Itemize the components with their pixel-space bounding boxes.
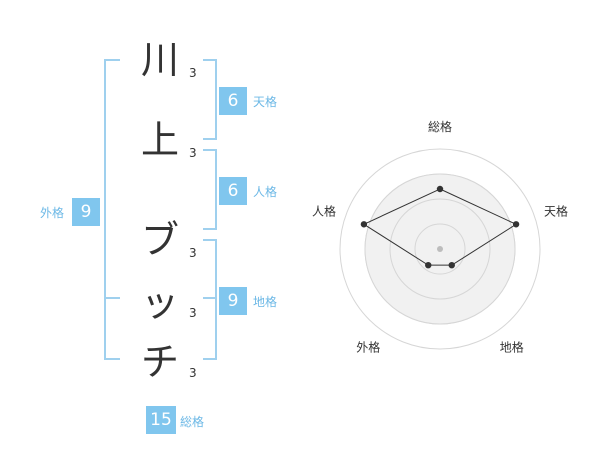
name-char-4: ッ xyxy=(140,281,179,325)
stroke-count-3: 3 xyxy=(189,246,197,260)
radar-point-5 xyxy=(360,221,368,228)
gaikaku-bracket xyxy=(104,59,120,360)
gaikaku-label: 外格 xyxy=(40,206,65,220)
radar-data-polygon xyxy=(362,188,518,266)
radar-point-1 xyxy=(436,185,444,193)
gaikaku-bracket-tick xyxy=(104,297,120,299)
name-char-3: ブ xyxy=(140,218,179,262)
chikaku-bracket-tick xyxy=(203,297,217,299)
name-char-1: 川 xyxy=(140,38,179,82)
soukaku-value-badge: 15 xyxy=(146,406,176,434)
radar-axis-label-1: 総格 xyxy=(428,119,452,134)
radar-axis-label-4: 外格 xyxy=(356,340,380,355)
stroke-count-2: 3 xyxy=(189,146,197,160)
jinkaku-value-badge: 6 xyxy=(219,177,247,205)
jinkaku-label: 人格 xyxy=(253,185,278,199)
stroke-count-1: 3 xyxy=(189,66,197,80)
tenkaku-label: 天格 xyxy=(253,95,278,109)
name-char-5: チ xyxy=(140,340,179,384)
chikaku-label: 地格 xyxy=(253,295,278,309)
radar-axis-label-3: 地格 xyxy=(500,340,524,355)
radar-center-dot xyxy=(437,246,443,252)
chikaku-bracket xyxy=(203,239,217,360)
radar-axis-label-5: 人格 xyxy=(312,203,336,218)
soukaku-label: 総格 xyxy=(180,415,205,429)
tenkaku-value-badge: 6 xyxy=(219,87,247,115)
radar-inner-ring-3 xyxy=(364,173,516,325)
gaikaku-value-badge: 9 xyxy=(72,198,100,226)
jinkaku-bracket xyxy=(203,149,217,230)
radar-point-4 xyxy=(425,261,432,269)
stroke-count-4: 3 xyxy=(189,306,197,320)
radar-point-2 xyxy=(512,221,520,228)
radar-inner-ring-2 xyxy=(389,198,491,300)
radar-axis-label-2: 天格 xyxy=(544,203,568,218)
chikaku-value-badge: 9 xyxy=(219,287,247,315)
stroke-count-5: 3 xyxy=(189,366,197,380)
radar-inner-ring-1 xyxy=(414,223,466,275)
tenkaku-bracket xyxy=(203,59,217,140)
name-char-2: 上 xyxy=(140,118,179,162)
radar-point-3 xyxy=(448,261,455,269)
radar-ring-4 xyxy=(339,148,541,350)
